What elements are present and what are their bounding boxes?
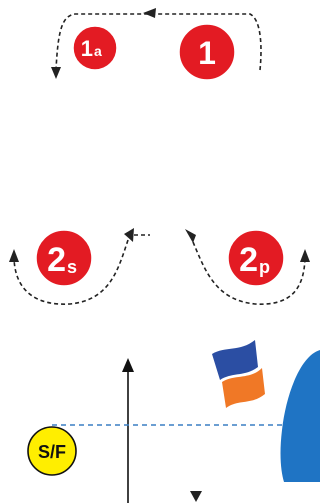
mark-2s-buoy bbox=[35, 229, 93, 287]
start-finish-buoy bbox=[27, 426, 77, 476]
rounding-arrow-icon bbox=[143, 8, 156, 18]
start-finish-label: S/F bbox=[38, 442, 66, 462]
mark-1a-number: 1 bbox=[81, 36, 93, 61]
mark-2s-number: 2 bbox=[47, 241, 66, 279]
mark-1: 1 bbox=[178, 23, 236, 81]
finish-arrow-icon bbox=[190, 491, 202, 502]
mark-1a-suffix: a bbox=[94, 43, 102, 59]
rounding-arrow-icon bbox=[9, 249, 19, 262]
mark-1-number: 1 bbox=[198, 35, 216, 71]
rounding-arrow-icon bbox=[51, 67, 61, 79]
mark-2p: 2 p bbox=[227, 229, 285, 287]
start-finish-mark: S/F bbox=[27, 426, 77, 476]
mark-2p-suffix: p bbox=[259, 257, 270, 277]
mark-2s-suffix: s bbox=[67, 257, 77, 277]
committee-boat-icon bbox=[280, 350, 320, 482]
rounding-arrow-icon bbox=[185, 229, 196, 243]
wind-arrow-icon bbox=[122, 358, 134, 503]
course-flag-icon bbox=[212, 340, 265, 408]
course-path-2s bbox=[13, 239, 129, 305]
mark-1-buoy bbox=[178, 23, 236, 81]
mark-2p-number: 2 bbox=[239, 241, 258, 279]
mark-1a-buoy bbox=[72, 25, 118, 71]
course-path-1-to-1a bbox=[55, 13, 262, 71]
mark-1a: 1 a bbox=[72, 25, 118, 71]
rounding-arrow-icon bbox=[300, 249, 310, 262]
mark-2s: 2 s bbox=[35, 229, 93, 287]
rounding-arrow-icon bbox=[124, 228, 134, 242]
mark-2p-buoy bbox=[227, 229, 285, 287]
course-path-2p bbox=[192, 241, 306, 305]
